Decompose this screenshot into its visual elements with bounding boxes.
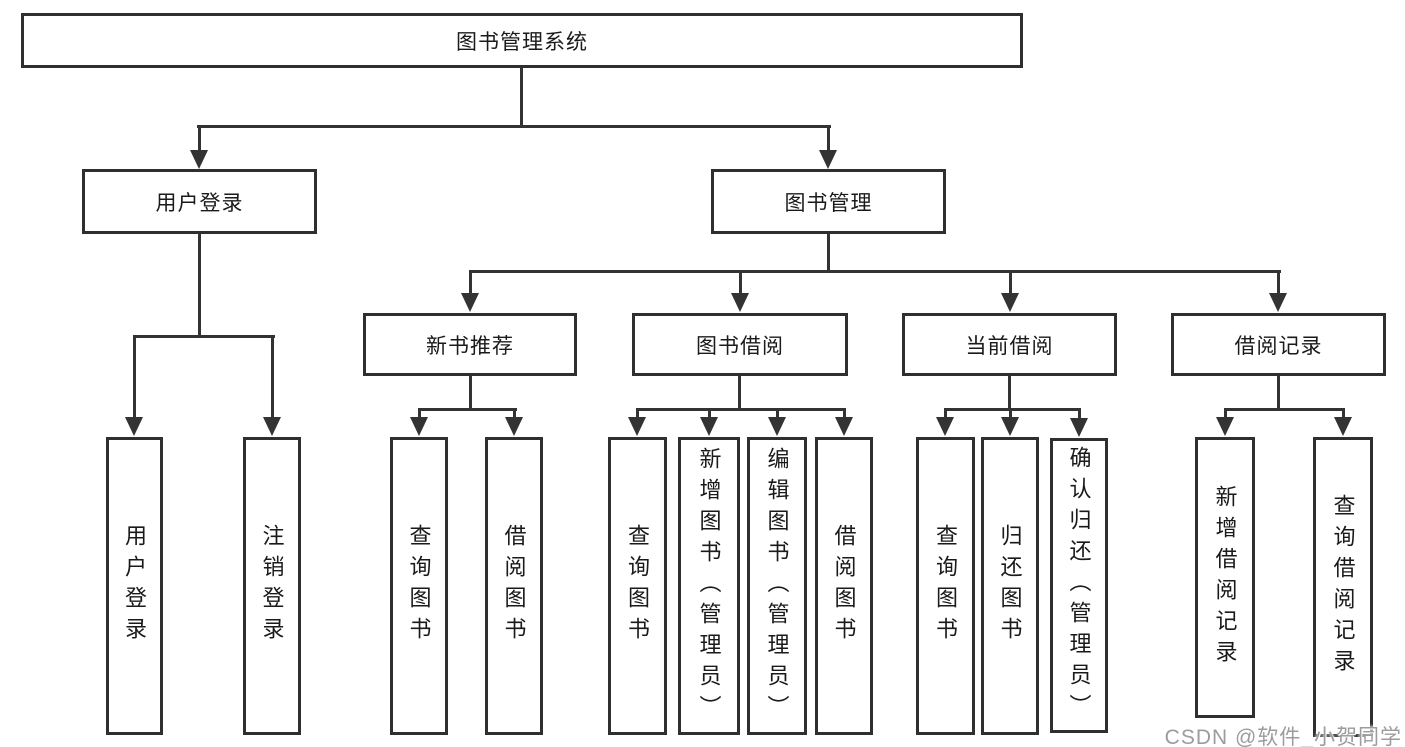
connector-line (827, 234, 830, 272)
leaf-query-books-2-label: 查询图书 (625, 524, 651, 648)
csdn-watermark: CSDN @软件_小贺同学 (1164, 726, 1402, 747)
arrowhead-icon (768, 417, 786, 436)
connector-line (636, 408, 846, 411)
arrow-stem (843, 408, 846, 419)
leaf-borrow-books-1: 借阅图书 (485, 437, 543, 735)
arrow-stem (708, 408, 711, 419)
leaf-return-books-label: 归还图书 (997, 524, 1023, 648)
connector-line (1224, 408, 1345, 411)
arrow-stem (198, 125, 201, 152)
arrowhead-icon (936, 417, 954, 436)
connector-line (197, 125, 831, 128)
arrow-stem (1009, 270, 1012, 295)
node-new-books-label: 新书推荐 (426, 334, 514, 358)
arrowhead-icon (263, 417, 281, 436)
arrowhead-icon (1269, 293, 1287, 312)
arrow-stem (1342, 408, 1345, 419)
arrow-stem (739, 270, 742, 295)
node-book-borrow-label: 图书借阅 (696, 334, 784, 358)
arrowhead-icon (461, 293, 479, 312)
arrowhead-icon (731, 293, 749, 312)
arrowhead-icon (1001, 417, 1019, 436)
leaf-query-books-1-label: 查询图书 (406, 524, 432, 648)
arrowhead-icon (835, 417, 853, 436)
arrow-stem (776, 408, 779, 419)
arrow-stem (513, 408, 516, 419)
arrowhead-icon (125, 417, 143, 436)
arrowhead-icon (1334, 417, 1352, 436)
connector-line (1277, 376, 1280, 410)
leaf-return-books: 归还图书 (981, 437, 1039, 735)
arrowhead-icon (1216, 417, 1234, 436)
arrowhead-icon (819, 150, 837, 169)
arrowhead-icon (628, 417, 646, 436)
node-book-mgmt: 图书管理 (711, 169, 946, 234)
leaf-confirm-return-admin: 确认归还（管理员） (1050, 438, 1108, 733)
leaf-logout: 注销登录 (243, 437, 301, 735)
node-current-borrow-label: 当前借阅 (965, 334, 1054, 358)
node-root-label: 图书管理系统 (456, 30, 588, 54)
arrow-stem (133, 335, 136, 419)
leaf-query-books-1: 查询图书 (390, 437, 448, 735)
connector-line (1008, 376, 1011, 410)
arrowhead-icon (1001, 293, 1019, 312)
connector-line (418, 408, 517, 411)
leaf-query-books-2: 查询图书 (608, 437, 667, 735)
arrow-stem (469, 270, 472, 295)
node-book-mgmt-label: 图书管理 (784, 191, 873, 215)
arrow-stem (636, 408, 639, 419)
leaf-borrow-books-2-label: 借阅图书 (831, 524, 857, 648)
leaf-logout-label: 注销登录 (259, 524, 285, 648)
arrowhead-icon (505, 417, 523, 436)
arrowhead-icon (700, 417, 718, 436)
arrow-stem (944, 408, 947, 419)
leaf-borrow-books-1-label: 借阅图书 (501, 524, 527, 648)
leaf-query-borrow-record: 查询借阅记录 (1313, 437, 1373, 737)
leaf-add-books-admin: 新增图书（管理员） (678, 437, 740, 735)
connector-line (738, 376, 741, 410)
connector-line (469, 270, 1281, 273)
leaf-edit-books-admin-label: 编辑图书（管理员） (764, 446, 790, 726)
leaf-add-borrow-record-label: 新增借阅记录 (1212, 484, 1238, 671)
leaf-query-books-3: 查询图书 (916, 437, 975, 735)
node-book-borrow: 图书借阅 (632, 313, 848, 376)
connector-line (520, 68, 523, 125)
connector-line (944, 408, 1081, 411)
arrowhead-icon (410, 417, 428, 436)
connector-line (133, 335, 275, 338)
node-borrow-records: 借阅记录 (1171, 313, 1386, 376)
arrowhead-icon (1070, 418, 1088, 437)
node-root: 图书管理系统 (21, 13, 1023, 68)
node-user-login: 用户登录 (82, 169, 317, 234)
leaf-query-borrow-record-label: 查询借阅记录 (1330, 494, 1356, 680)
arrow-stem (1009, 408, 1012, 419)
node-new-books: 新书推荐 (363, 313, 577, 376)
leaf-add-books-admin-label: 新增图书（管理员） (696, 446, 722, 726)
arrow-stem (271, 335, 274, 419)
arrow-stem (1078, 408, 1081, 420)
leaf-edit-books-admin: 编辑图书（管理员） (747, 437, 807, 735)
leaf-user-login-label: 用户登录 (122, 524, 148, 648)
arrow-stem (827, 125, 830, 152)
leaf-query-books-3-label: 查询图书 (933, 524, 959, 648)
connector-line (469, 376, 472, 410)
arrow-stem (418, 408, 421, 419)
connector-line (198, 234, 201, 335)
leaf-borrow-books-2: 借阅图书 (815, 437, 873, 735)
arrow-stem (1277, 270, 1280, 295)
leaf-confirm-return-admin-label: 确认归还（管理员） (1066, 446, 1092, 725)
arrowhead-icon (190, 150, 208, 169)
node-current-borrow: 当前借阅 (902, 313, 1117, 376)
leaf-add-borrow-record: 新增借阅记录 (1195, 437, 1255, 718)
leaf-user-login: 用户登录 (106, 437, 163, 735)
node-borrow-records-label: 借阅记录 (1234, 334, 1323, 358)
node-user-login-label: 用户登录 (155, 191, 244, 215)
arrow-stem (1224, 408, 1227, 419)
